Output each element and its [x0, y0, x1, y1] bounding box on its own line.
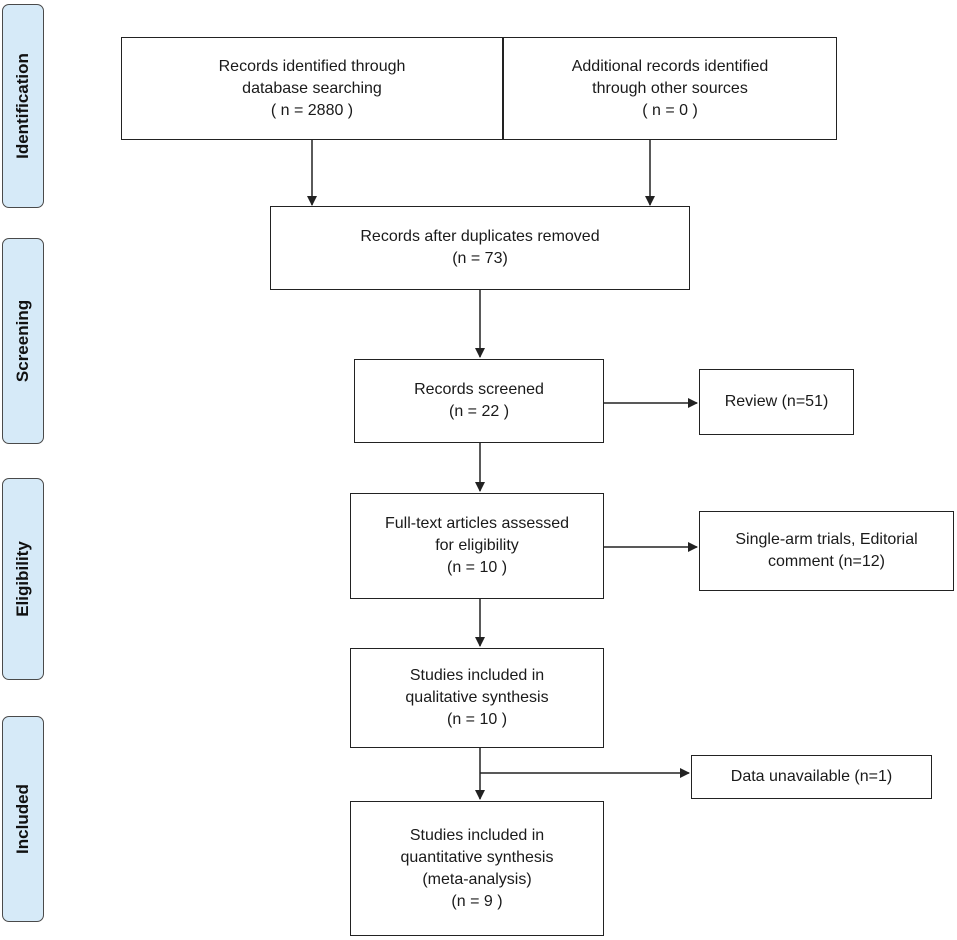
box-fulltext-line1: Full-text articles assessed [384, 515, 570, 532]
box-database-line1: Records identified through [218, 57, 406, 75]
box-database-line3: ( n = 2880 ) [270, 101, 354, 119]
box-fulltext-line3: (n = 10 ) [446, 559, 508, 576]
box-screened-line1: Records screened [414, 381, 544, 398]
box-data-unavailable: Data unavailable (n=1) [691, 755, 932, 799]
box-quantitative-line4: (n = 9 ) [451, 892, 503, 910]
phase-screening: Screening [2, 238, 44, 444]
box-quantitative-line3: (meta-analysis) [422, 870, 532, 888]
box-records-screened: Records screened (n = 22 ) [354, 359, 604, 443]
box-duplicates-line2: (n = 73) [452, 250, 508, 267]
box-review-excluded: Review (n=51) [699, 369, 854, 435]
box-after-duplicates: Records after duplicates removed (n = 73… [270, 206, 690, 290]
box-database-records: Records identified through database sear… [121, 37, 503, 140]
box-qualitative-line2: qualitative synthesis [405, 689, 549, 706]
box-qualitative-line3: (n = 10 ) [446, 711, 508, 728]
phase-identification: Identification [2, 4, 44, 208]
phase-included: Included [2, 716, 44, 922]
box-quantitative-synthesis: Studies included in quantitative synthes… [350, 801, 604, 936]
box-excluded-line2: comment (n=12) [768, 553, 885, 570]
box-qualitative-synthesis: Studies included in qualitative synthesi… [350, 648, 604, 748]
box-other-records: Additional records identified through ot… [503, 37, 837, 140]
box-fulltext-line2: for eligibility [435, 537, 519, 554]
box-duplicates-line1: Records after duplicates removed [360, 228, 600, 245]
box-qualitative-line1: Studies included in [409, 667, 545, 684]
box-review-line1: Review (n=51) [724, 393, 829, 410]
box-unavailable-line1: Data unavailable (n=1) [730, 768, 893, 785]
box-quantitative-line2: quantitative synthesis [400, 848, 554, 866]
box-excluded-line1: Single-arm trials, Editorial [735, 531, 918, 548]
box-other-line2: through other sources [592, 79, 748, 97]
box-fulltext-assessed: Full-text articles assessed for eligibil… [350, 493, 604, 599]
box-fulltext-excluded: Single-arm trials, Editorial comment (n=… [699, 511, 954, 591]
box-other-line1: Additional records identified [571, 57, 769, 75]
box-database-line2: database searching [242, 79, 382, 97]
phase-eligibility: Eligibility [2, 478, 44, 680]
box-other-line3: ( n = 0 ) [642, 101, 698, 119]
box-screened-line2: (n = 22 ) [448, 403, 510, 420]
box-quantitative-line1: Studies included in [409, 826, 545, 844]
